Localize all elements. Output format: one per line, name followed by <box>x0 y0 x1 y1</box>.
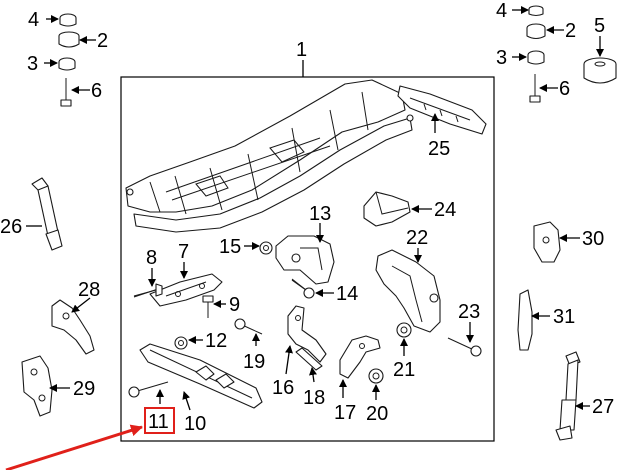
part-27-shock <box>555 351 581 441</box>
part-13-mount-bracket <box>275 235 335 285</box>
callout-31: 31 <box>553 306 575 328</box>
callout-labels: 1 4 2 3 6 4 2 3 6 5 25 24 13 15 22 14 7 … <box>0 0 614 435</box>
callout-4-right: 4 <box>496 0 507 22</box>
part-15-nut <box>259 241 273 255</box>
callout-18: 18 <box>303 387 325 409</box>
callout-12: 12 <box>205 330 227 352</box>
callout-19: 19 <box>243 351 265 373</box>
part-5-mount <box>583 57 617 84</box>
part-2-insulator-right <box>526 23 546 40</box>
callout-11: 11 <box>148 411 169 433</box>
part-4-washer-right <box>528 5 544 17</box>
callout-23: 23 <box>458 301 480 323</box>
part-17-bracket <box>339 335 381 379</box>
part-3-insulator-left <box>58 57 76 71</box>
callout-27: 27 <box>592 396 614 418</box>
callout-28: 28 <box>78 279 100 301</box>
callout-13: 13 <box>309 203 331 225</box>
callout-26: 26 <box>0 216 22 238</box>
part-23-bolt <box>447 337 482 357</box>
part-25-crossmember <box>397 85 487 135</box>
highlight-box-part-11 <box>144 407 175 434</box>
callout-10: 10 <box>184 413 206 435</box>
part-20-nut <box>368 368 384 384</box>
part-28-bracket <box>51 299 95 355</box>
part-30-bracket <box>533 221 561 263</box>
part-9-bolt <box>202 295 214 318</box>
callout-4-left: 4 <box>28 9 39 31</box>
frame-assembly-box <box>120 76 495 442</box>
part-26-shock <box>31 177 63 251</box>
part-16-bracket <box>287 305 327 363</box>
callout-24: 24 <box>434 199 456 221</box>
frame-rails <box>125 79 414 233</box>
callout-7: 7 <box>178 241 189 263</box>
part-14-bolt <box>291 278 315 299</box>
part-7-bracket <box>149 273 223 307</box>
callout-17: 17 <box>334 402 356 424</box>
part-18-pin <box>295 347 323 371</box>
part-24-bracket <box>363 191 411 227</box>
part-21-nut <box>396 322 412 338</box>
callout-6-right: 6 <box>559 78 570 100</box>
leader-lines <box>26 6 604 411</box>
callout-25: 25 <box>428 138 450 160</box>
callout-20: 20 <box>366 403 388 425</box>
callout-6-left: 6 <box>91 80 102 102</box>
part-29-bracket <box>21 355 53 417</box>
callout-3-left: 3 <box>27 53 38 75</box>
highlight-arrow <box>5 424 143 470</box>
part-19-bolt <box>234 318 263 335</box>
part-3-insulator-right <box>527 50 545 65</box>
callout-30: 30 <box>582 228 604 250</box>
callout-14: 14 <box>336 283 358 305</box>
part-22-mount-bracket <box>375 249 441 333</box>
callout-21: 21 <box>393 359 415 381</box>
part-8-bolt <box>133 283 163 298</box>
callout-3-right: 3 <box>496 47 507 69</box>
callout-29: 29 <box>73 378 95 400</box>
part-2-insulator-left <box>58 31 80 48</box>
callout-1: 1 <box>296 39 307 61</box>
part-10-crossmember <box>139 343 263 409</box>
part-31-bracket <box>517 289 533 351</box>
part-4-washer-left <box>59 13 77 27</box>
callout-22: 22 <box>406 227 428 249</box>
callout-8: 8 <box>146 247 157 269</box>
callout-16: 16 <box>272 377 294 399</box>
part-11-bolt <box>128 381 169 398</box>
callout-2-left: 2 <box>97 30 108 52</box>
callout-9: 9 <box>229 294 240 316</box>
part-6-bolt-left <box>60 78 72 107</box>
callout-5: 5 <box>594 15 605 37</box>
part-12-nut <box>174 336 188 350</box>
callout-2-right: 2 <box>565 20 576 42</box>
part-6-bolt-right <box>529 74 541 103</box>
callout-15: 15 <box>219 236 241 258</box>
